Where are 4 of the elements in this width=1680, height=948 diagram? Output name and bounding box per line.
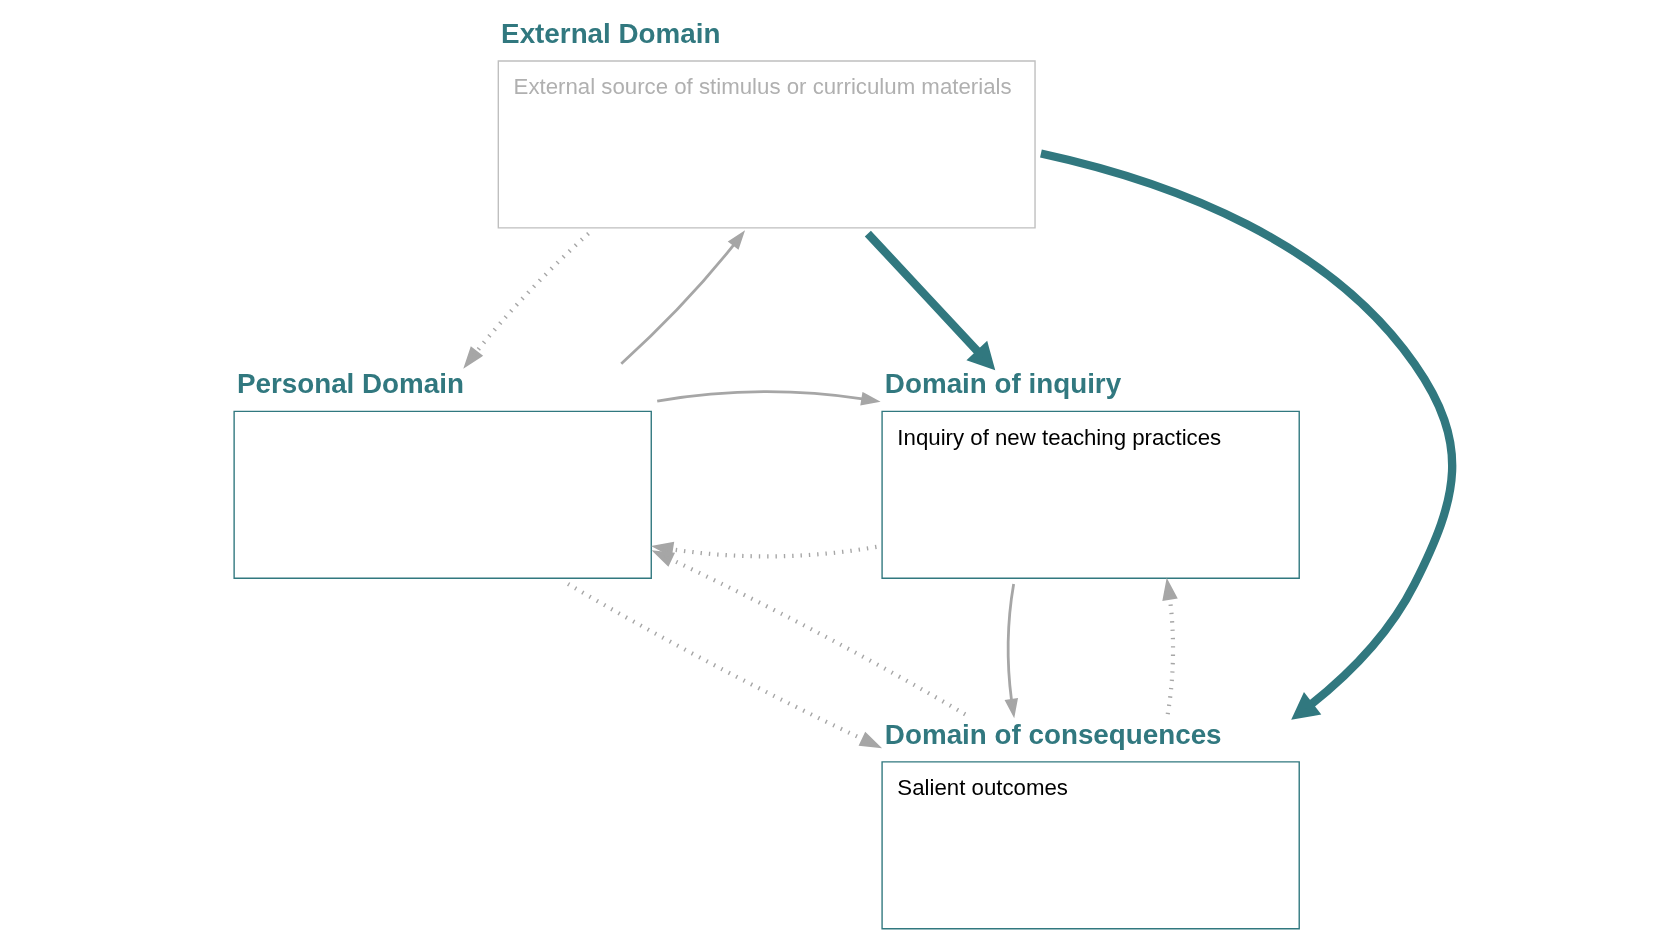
node-label: External Domain xyxy=(500,17,720,49)
node-label: Personal Domain xyxy=(236,368,464,400)
node-label: Domain of consequences xyxy=(884,718,1222,750)
node-label: Domain of inquiry xyxy=(884,368,1121,400)
